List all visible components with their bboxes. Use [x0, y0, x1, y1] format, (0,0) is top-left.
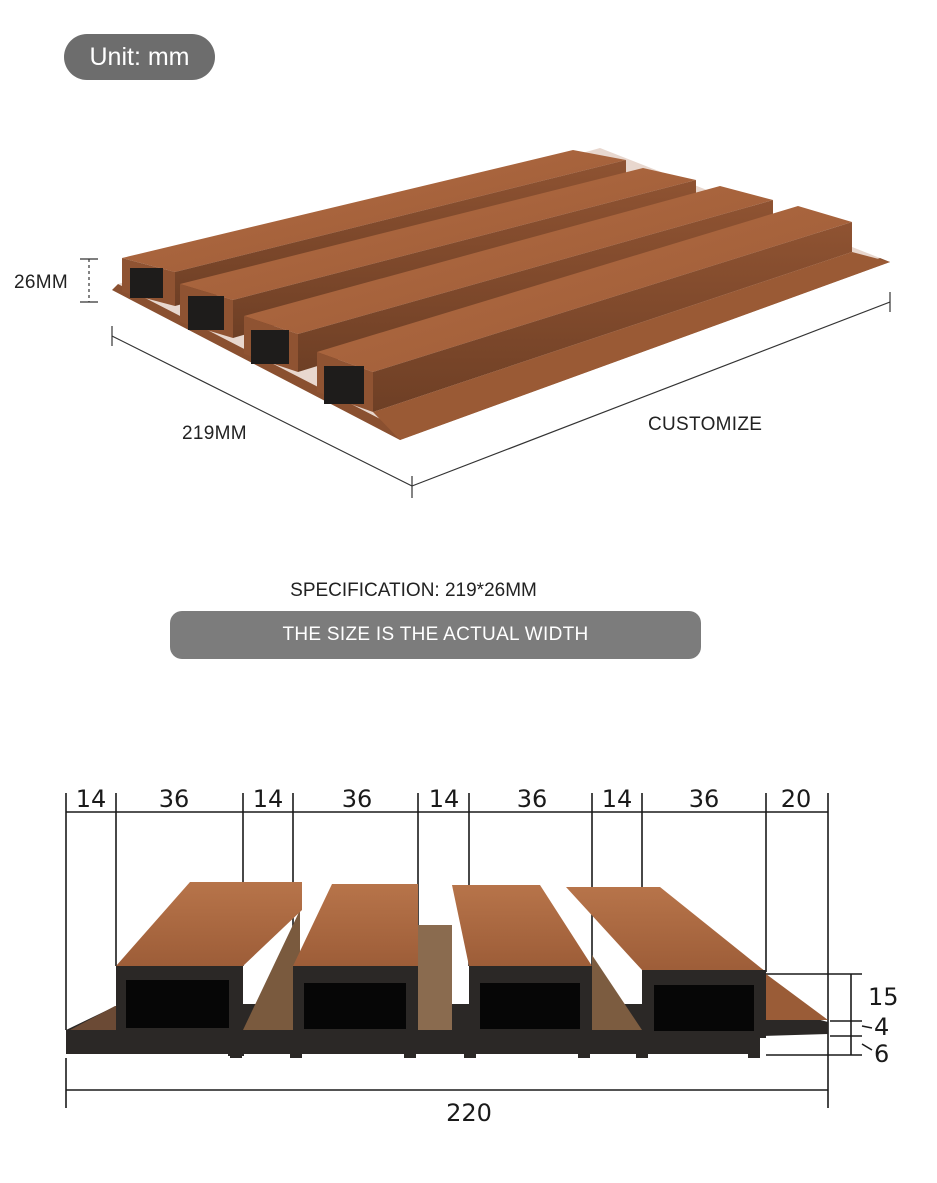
cross-feet [228, 1054, 760, 1058]
dim-top-5: 14 [429, 785, 460, 813]
actual-width-banner: THE SIZE IS THE ACTUAL WIDTH [170, 611, 701, 659]
dim-side-3: 6 [874, 1040, 889, 1068]
dim-top-1: 14 [76, 785, 107, 813]
panel-3d-illustration [80, 148, 891, 498]
dim-top-8: 36 [689, 785, 720, 813]
dim-side-2: 4 [874, 1013, 889, 1041]
dim-total-width: 220 [446, 1099, 492, 1127]
dim-top-4: 36 [342, 785, 373, 813]
specification-text: SPECIFICATION: 219*26MM [290, 580, 537, 601]
length-label: CUSTOMIZE [648, 414, 763, 435]
dim-top-2: 36 [159, 785, 190, 813]
cross-slat-3 [452, 885, 592, 1038]
cross-slat-2 [293, 884, 418, 1038]
unit-badge: Unit: mm [64, 34, 215, 80]
height-dimension [80, 258, 98, 303]
dim-top-9: 20 [781, 785, 812, 813]
width-dimension-line [111, 326, 413, 498]
cross-slat-4 [566, 887, 766, 1038]
width-label: 219MM [182, 423, 247, 444]
dim-top-3: 14 [253, 785, 284, 813]
dim-side-1: 15 [868, 983, 899, 1011]
length-dimension-line [411, 292, 891, 487]
cross-slat-1 [116, 882, 302, 1038]
height-label: 26MM [14, 272, 68, 293]
dim-top-6: 36 [517, 785, 548, 813]
dim-top-7: 14 [602, 785, 633, 813]
slat-4 [317, 206, 890, 440]
